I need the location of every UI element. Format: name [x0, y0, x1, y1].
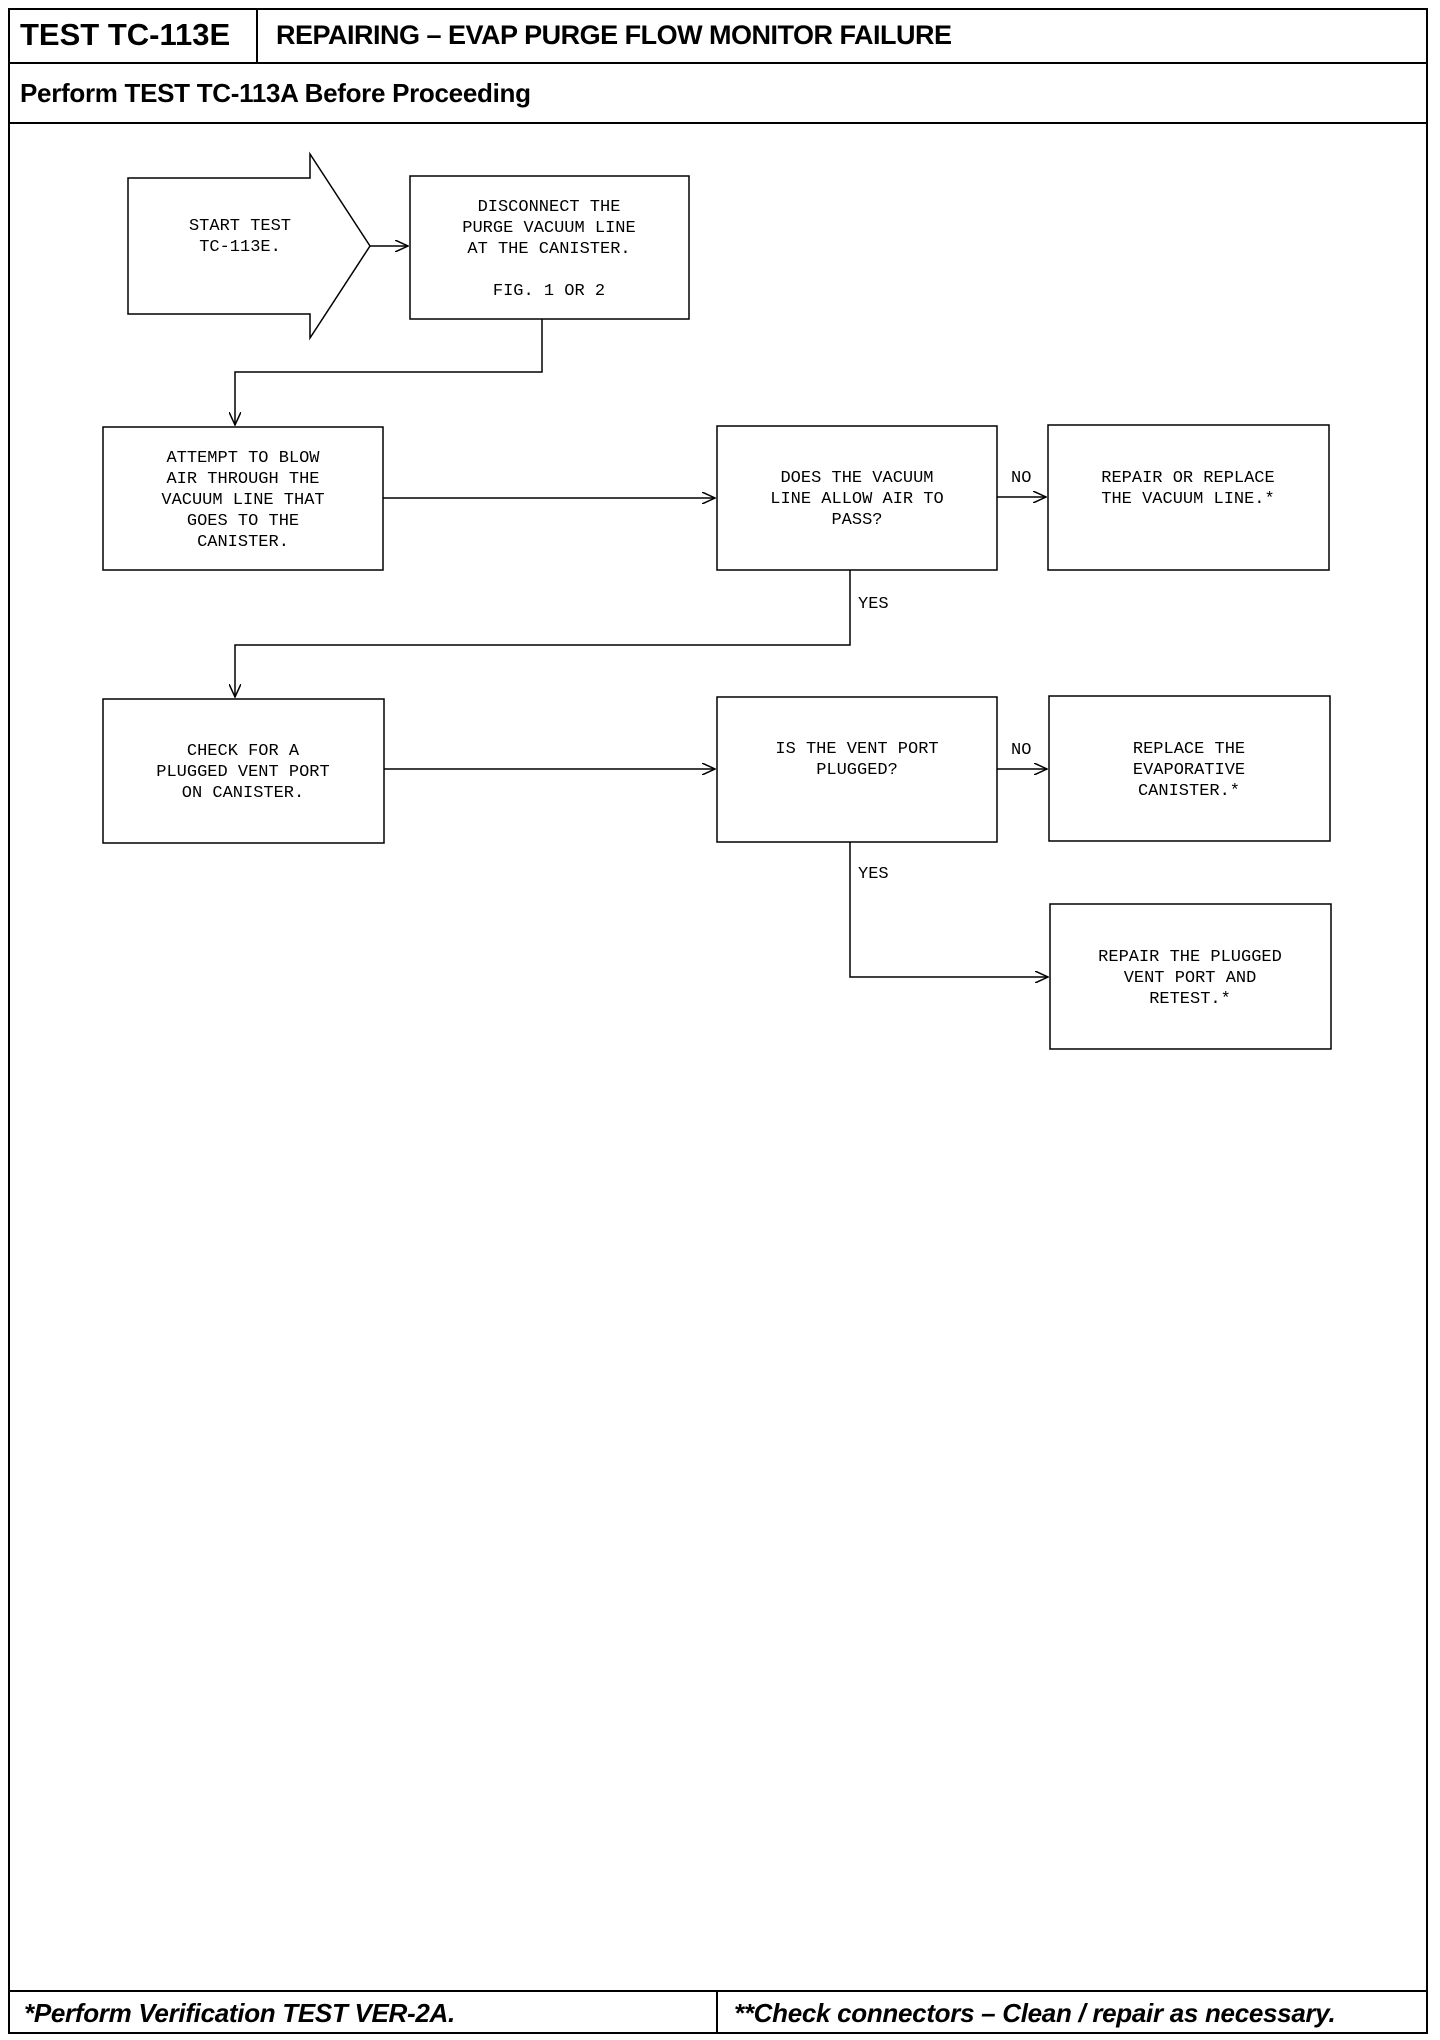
disconnect-line-3: AT THE CANISTER. — [467, 240, 630, 259]
blow-air-line-2: AIR THROUGH THE — [166, 470, 319, 489]
node-disconnect-text: DISCONNECT THE PURGE VACUUM LINE AT THE CA… — [462, 198, 635, 301]
node-check-vent: CHECK FOR A PLUGGED VENT PORT ON CANISTER. — [102, 698, 385, 844]
check-vent-line-2: PLUGGED VENT PORT — [156, 763, 329, 782]
check-vent-line-1: CHECK FOR A — [187, 742, 300, 761]
disconnect-line-1: DISCONNECT THE — [478, 198, 621, 217]
blow-air-line-4: GOES TO THE — [187, 512, 299, 531]
q-air-pass-line-1: DOES THE VACUUM — [780, 469, 933, 488]
node-check-vent-text: CHECK FOR A PLUGGED VENT PORT ON CANISTER. — [156, 742, 329, 803]
blow-air-line-3: VACUUM LINE THAT — [161, 491, 324, 510]
node-disconnect: DISCONNECT THE PURGE VACUUM LINE AT THE CA… — [409, 175, 690, 320]
node-q-air-pass: DOES THE VACUUM LINE ALLOW AIR TO PASS? — [716, 425, 998, 571]
node-start-text: START TEST TC-113E. — [189, 217, 291, 257]
repair-vent-line-3: RETEST.* — [1149, 990, 1231, 1009]
node-blow-air-text: ATTEMPT TO BLOW AIR THROUGH THE VACUUM LIN… — [161, 449, 324, 552]
node-repair-vent-text: REPAIR THE PLUGGED VENT PORT AND RETEST.* — [1098, 948, 1282, 1009]
node-q-vent-plugged-text: IS THE VENT PORT PLUGGED? — [775, 740, 938, 780]
page-frame — [8, 8, 1428, 2034]
edge-label-yes-1: YES — [858, 595, 889, 614]
repair-vent-line-1: REPAIR THE PLUGGED — [1098, 948, 1282, 967]
disconnect-line-5: FIG. 1 OR 2 — [493, 282, 605, 301]
edge-q-vent-plugged-to-repair-vent — [849, 842, 1048, 977]
replace-canister-line-1: REPLACE THE — [1133, 740, 1245, 759]
edge-label-no-1: NO — [1011, 469, 1031, 488]
blow-air-line-5: CANISTER. — [197, 533, 289, 552]
q-air-pass-line-3: PASS? — [831, 511, 882, 530]
q-vent-plugged-line-2: PLUGGED? — [816, 761, 898, 780]
test-title: REPAIRING – EVAP PURGE FLOW MONITOR FAIL… — [276, 20, 952, 50]
repair-line-line-1: REPAIR OR REPLACE — [1101, 469, 1274, 488]
node-repair-line-text: REPAIR OR REPLACE THE VACUUM LINE.* — [1101, 469, 1274, 509]
edge-label-yes-2: YES — [858, 865, 889, 884]
header-bar: TEST TC-113E REPAIRING – EVAP PURGE FLOW… — [8, 8, 1428, 64]
node-q-vent-plugged: IS THE VENT PORT PLUGGED? — [716, 696, 998, 843]
repair-line-line-2: THE VACUUM LINE.* — [1101, 490, 1274, 509]
replace-canister-line-3: CANISTER.* — [1138, 782, 1240, 801]
node-q-air-pass-text: DOES THE VACUUM LINE ALLOW AIR TO PASS? — [770, 469, 943, 530]
edge-disconnect-to-blow-air — [235, 319, 543, 425]
node-replace-canister: REPLACE THE EVAPORATIVE CANISTER.* — [1048, 695, 1331, 842]
node-repair-vent: REPAIR THE PLUGGED VENT PORT AND RETEST.* — [1049, 903, 1332, 1050]
edge-label-no-2: NO — [1011, 741, 1031, 760]
start-line-1: START TEST — [189, 217, 291, 236]
edge-q-air-pass-to-check-vent — [235, 570, 851, 697]
node-start: START TEST TC-113E. — [127, 151, 371, 341]
prerequisite-bar: Perform TEST TC-113A Before Proceeding — [8, 64, 1428, 124]
repair-vent-line-2: VENT PORT AND — [1124, 969, 1257, 988]
disconnect-line-4 — [544, 261, 554, 280]
blow-air-line-1: ATTEMPT TO BLOW — [166, 449, 320, 468]
q-air-pass-line-2: LINE ALLOW AIR TO — [770, 490, 943, 509]
start-line-2: TC-113E. — [199, 238, 281, 257]
prerequisite-note: Perform TEST TC-113A Before Proceeding — [20, 78, 531, 108]
footer-divider — [716, 1992, 718, 2034]
node-repair-line: REPAIR OR REPLACE THE VACUUM LINE.* — [1047, 424, 1330, 571]
footer-bar: *Perform Verification TEST VER-2A. **Che… — [8, 1990, 1428, 2034]
test-id: TEST TC-113E — [8, 8, 258, 62]
disconnect-line-2: PURGE VACUUM LINE — [462, 219, 635, 238]
check-vent-line-3: ON CANISTER. — [182, 784, 304, 803]
q-vent-plugged-line-1: IS THE VENT PORT — [775, 740, 938, 759]
footer-note-left: *Perform Verification TEST VER-2A. — [24, 1998, 455, 2028]
footer-note-right: **Check connectors – Clean / repair as n… — [734, 1998, 1336, 2028]
node-replace-canister-text: REPLACE THE EVAPORATIVE CANISTER.* — [1133, 740, 1245, 801]
node-blow-air: ATTEMPT TO BLOW AIR THROUGH THE VACUUM LIN… — [102, 426, 384, 571]
replace-canister-line-2: EVAPORATIVE — [1133, 761, 1245, 780]
